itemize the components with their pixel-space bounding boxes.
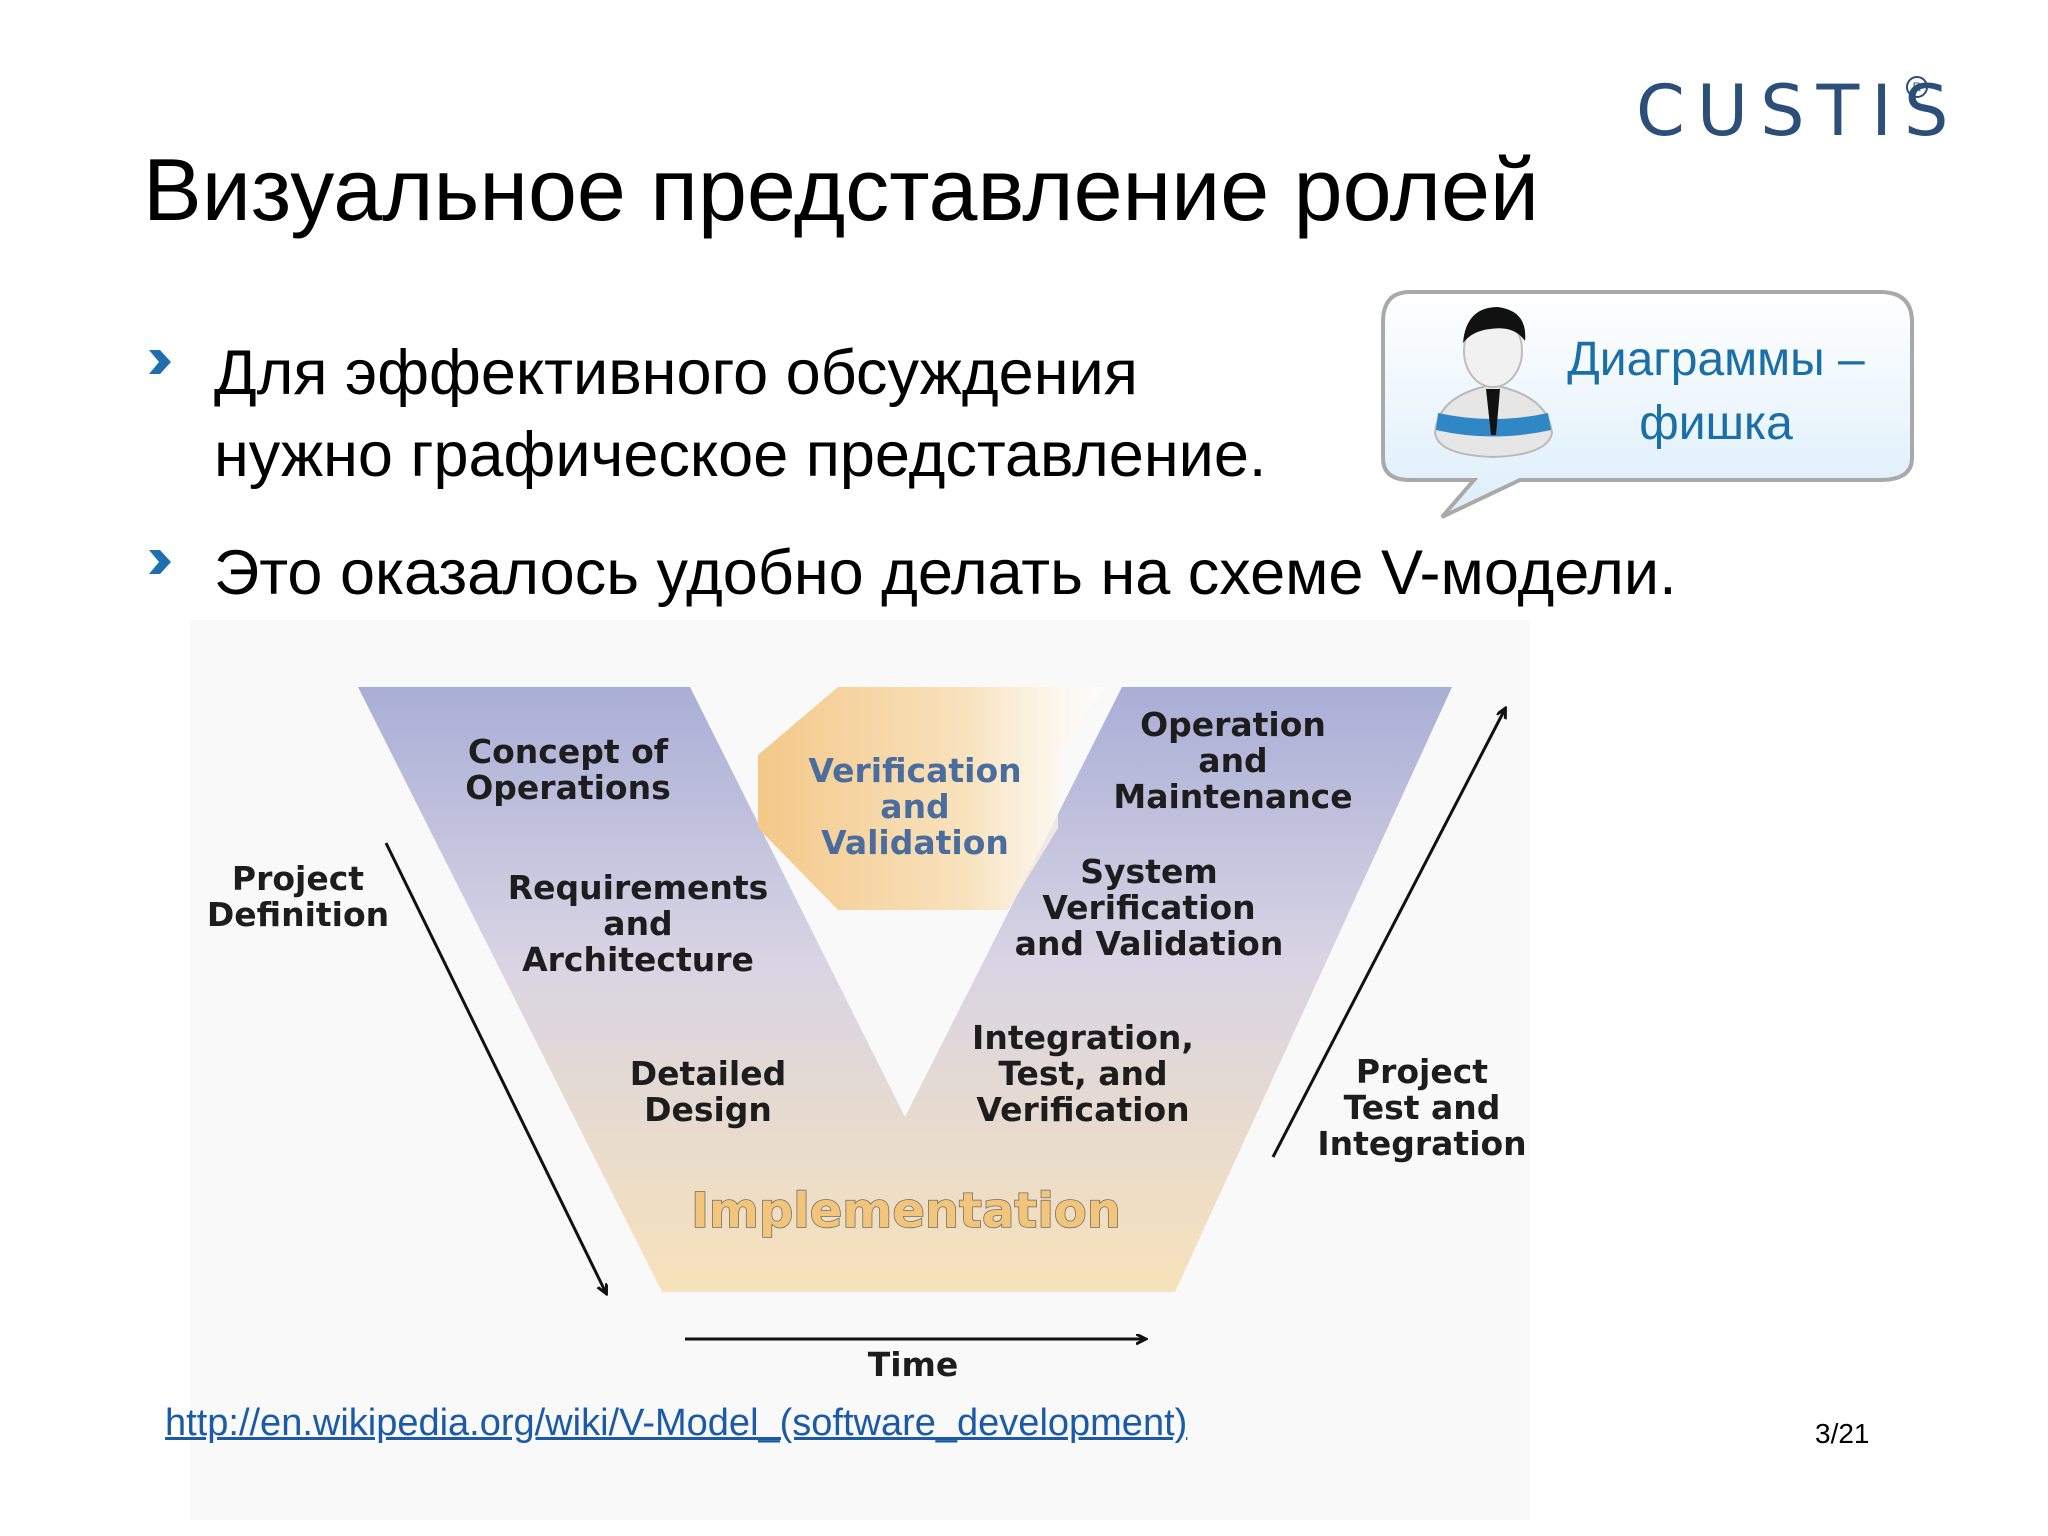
project-test-arrow (1271, 709, 1505, 1158)
slide-title: Визуальное представление ролей (143, 140, 1540, 239)
person-icon (1433, 307, 1554, 459)
project-definition-arrow (384, 842, 606, 1293)
axis-time: Time (868, 1345, 959, 1384)
speech-callout (1381, 290, 1914, 519)
bullet-arrow-icon (149, 350, 171, 374)
callout-text: Диаграммы –фишка (1567, 333, 1865, 450)
bullet-item: Это оказалось удобно делать на схеме V-м… (214, 538, 1677, 608)
custis-logo: CUSTIS (1636, 70, 1961, 152)
registered-mark: R (1906, 76, 1928, 98)
stage-implementation: Implementation (691, 1183, 1121, 1239)
wikipedia-link[interactable]: http://en.wikipedia.org/wiki/V-Model_(so… (165, 1402, 1188, 1444)
bullet-arrow-icon (149, 550, 171, 574)
v-shape (358, 687, 1452, 1292)
verification-arrow-shape (758, 687, 1105, 910)
page-number: 3/21 (1815, 1418, 1870, 1449)
